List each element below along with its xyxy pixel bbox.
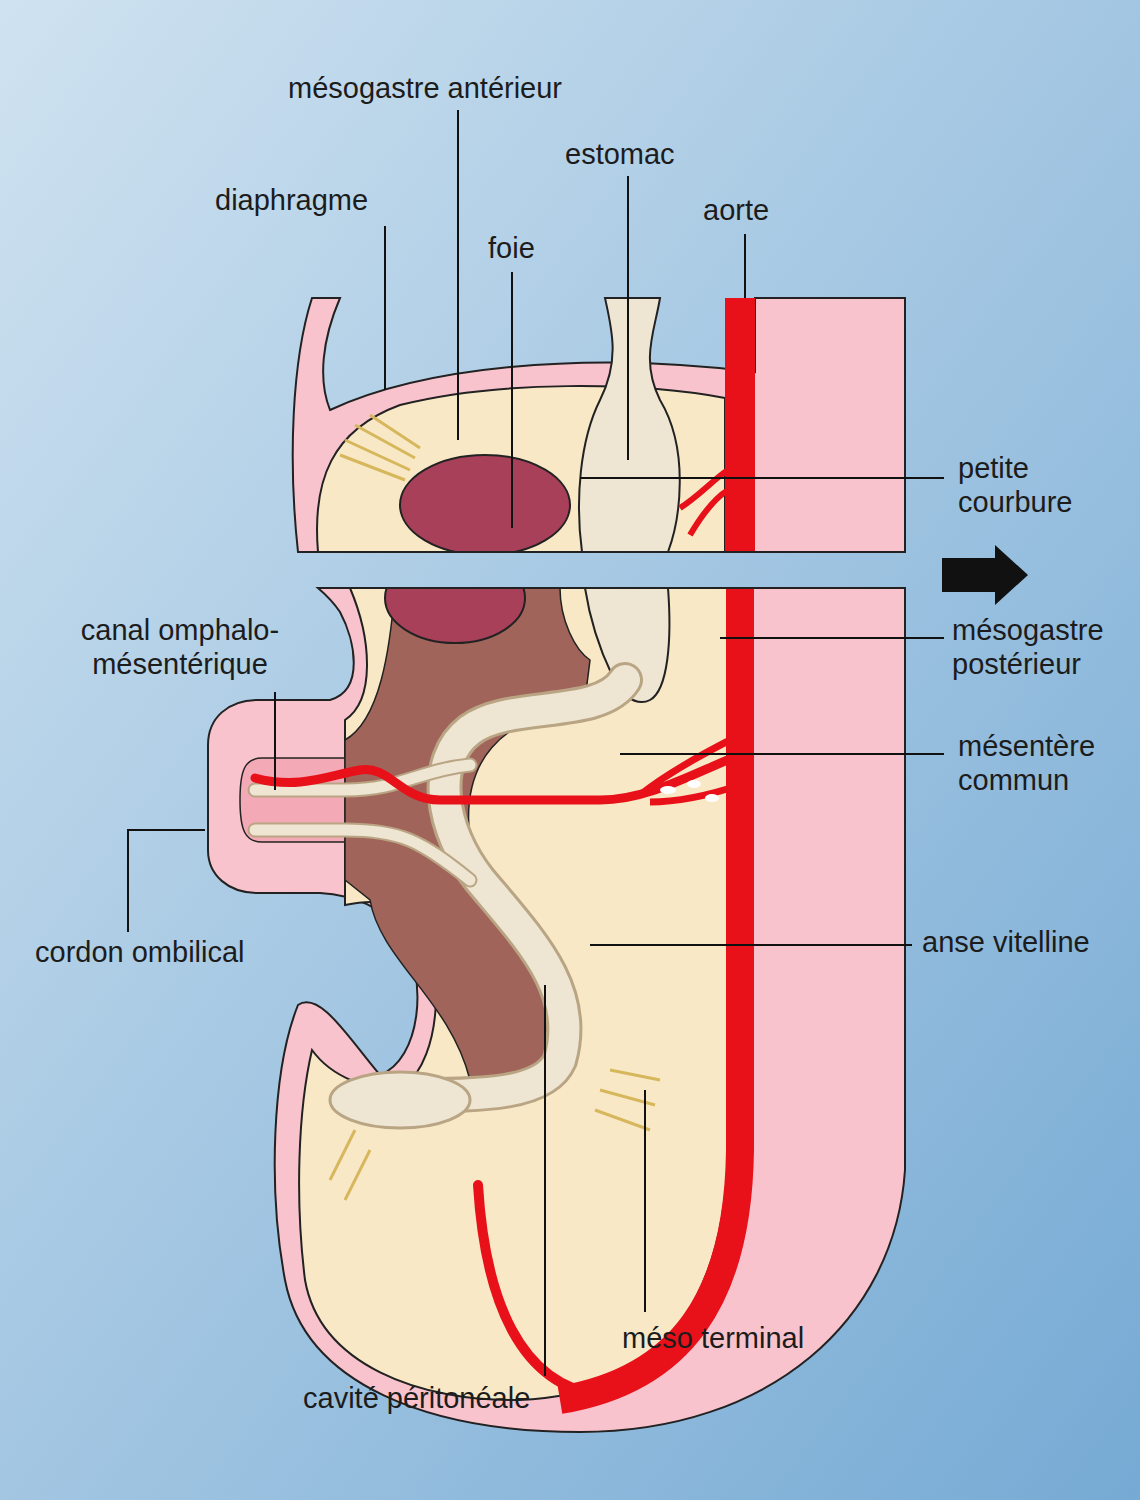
- direction-arrow: [942, 545, 1028, 605]
- aorta: [725, 298, 755, 552]
- hatch: [600, 1090, 655, 1105]
- hatch: [595, 1110, 650, 1130]
- leader-line: [544, 985, 546, 1376]
- part-label: méso terminal: [622, 1322, 804, 1356]
- part-label: estomac: [565, 138, 675, 172]
- leader-line: [457, 110, 459, 440]
- colon: [330, 1072, 470, 1128]
- vessel-gap: [660, 786, 676, 794]
- leader-line: [644, 1090, 646, 1312]
- leader-line: [590, 944, 912, 946]
- liver: [385, 588, 525, 643]
- hatch: [610, 1070, 660, 1080]
- hatch: [355, 425, 415, 458]
- vitelline-loop-outline: [420, 680, 625, 1095]
- part-label: mésogastre postérieur: [952, 614, 1132, 682]
- artery-branch: [478, 1185, 600, 1395]
- part-label: petite courbure: [958, 452, 1128, 520]
- stomach: [579, 298, 680, 552]
- leader-lines: [128, 110, 944, 1376]
- hatch: [370, 415, 420, 448]
- part-label: aorte: [703, 194, 769, 228]
- aorta: [560, 588, 740, 1400]
- part-label: cordon ombilical: [35, 936, 245, 970]
- cord-vessel: [255, 830, 470, 880]
- part-label: foie: [488, 232, 535, 266]
- part-label: diaphragme: [215, 184, 368, 218]
- part-label: mésentère commun: [958, 730, 1133, 798]
- leader-line: [627, 176, 629, 460]
- mesentery-hatching: [340, 415, 420, 480]
- leader-line: [744, 234, 746, 298]
- leader-line: [128, 830, 205, 932]
- section-cut: [345, 587, 905, 589]
- leader-line: [511, 272, 513, 528]
- hatch: [345, 1150, 370, 1200]
- hatch: [340, 455, 405, 480]
- artery-branch: [690, 490, 728, 535]
- cord-vessel-outline: [255, 830, 470, 880]
- part-label: canal omphalo- mésentérique: [40, 614, 320, 682]
- hatch: [330, 1130, 355, 1180]
- mesentery: [299, 588, 728, 1400]
- part-label: mésogastre antérieur: [288, 72, 562, 106]
- leader-line: [720, 637, 944, 639]
- leader-line: [384, 226, 386, 390]
- vessel-gap: [705, 794, 719, 802]
- section-cut: [298, 551, 905, 553]
- hatch: [345, 440, 410, 470]
- part-label: anse vitelline: [922, 926, 1090, 960]
- leader-line: [620, 753, 944, 755]
- vitelline-loop: [420, 680, 625, 1095]
- leader-line: [274, 692, 276, 790]
- body-wall-lower: [208, 588, 905, 1432]
- artery-branch: [640, 735, 740, 795]
- vessel-gap: [687, 780, 701, 788]
- part-label: cavité péritonéale: [303, 1382, 530, 1416]
- liver: [400, 455, 570, 552]
- artery-branch: [680, 470, 728, 508]
- leader-line: [580, 477, 944, 479]
